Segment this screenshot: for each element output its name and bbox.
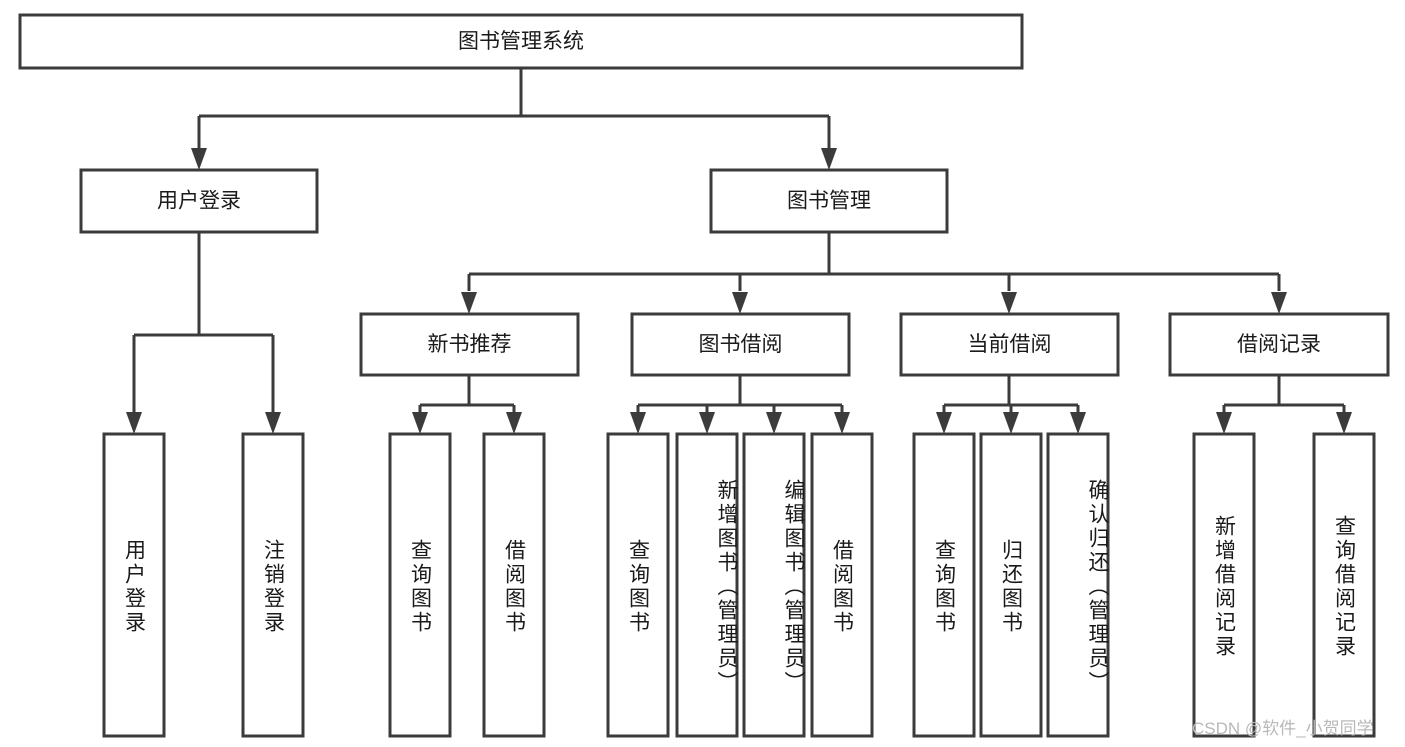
arrow-leaf-logout-icon bbox=[265, 412, 281, 434]
node-box-leaf-add-record[interactable] bbox=[1192, 432, 1256, 738]
node-box-layer bbox=[18, 13, 1390, 738]
arrow-leaf-borrow-rec-icon bbox=[506, 412, 522, 434]
arrow-leaf-edit-book-icon bbox=[766, 412, 782, 434]
node-box-book-management[interactable] bbox=[709, 168, 949, 234]
node-box-leaf-query-book-borrow[interactable] bbox=[606, 432, 670, 738]
node-label-root: 图书管理系统 bbox=[458, 30, 584, 53]
node-box-user-login[interactable] bbox=[79, 168, 319, 234]
node-box-current-borrow[interactable] bbox=[899, 312, 1120, 377]
node-label-book-management: 图书管理 bbox=[787, 190, 871, 213]
arrow-leaf-return-book-icon bbox=[1003, 412, 1019, 434]
node-label-book-borrow: 图书借阅 bbox=[699, 333, 783, 356]
arrow-leaf-query-current-icon bbox=[936, 412, 952, 434]
arrow-leaf-query-borrow-icon bbox=[630, 412, 646, 434]
node-box-leaf-confirm-return[interactable] bbox=[1046, 432, 1110, 738]
arrow-leaf-user-login-icon bbox=[126, 412, 142, 434]
node-box-leaf-query-record[interactable] bbox=[1312, 432, 1376, 738]
arrow-leaf-add-record-icon bbox=[1216, 412, 1232, 434]
node-box-book-borrow[interactable] bbox=[630, 312, 851, 377]
node-box-leaf-user-login[interactable] bbox=[102, 432, 166, 738]
node-box-leaf-add-book[interactable] bbox=[675, 432, 739, 738]
connector-layer bbox=[132, 68, 1346, 412]
node-box-leaf-edit-book[interactable] bbox=[742, 432, 806, 738]
arrow-head-layer bbox=[126, 148, 1352, 434]
arrow-borrow-record-icon bbox=[1271, 292, 1287, 314]
node-box-borrow-record[interactable] bbox=[1168, 312, 1390, 377]
arrow-leaf-borrow-book-icon bbox=[834, 412, 850, 434]
arrow-new-book-icon bbox=[461, 292, 477, 314]
node-box-leaf-return-book[interactable] bbox=[979, 432, 1043, 738]
csdn-watermark: CSDN @软件_小贺同学 bbox=[1192, 719, 1374, 738]
node-box-new-book-recommend[interactable] bbox=[359, 312, 580, 377]
arrow-book-borrow-icon bbox=[732, 292, 748, 314]
node-box-root[interactable] bbox=[18, 13, 1024, 70]
arrow-leaf-add-book-icon bbox=[699, 412, 715, 434]
arrow-leaf-query-rec-icon bbox=[412, 412, 428, 434]
node-box-leaf-query-book-rec[interactable] bbox=[388, 432, 452, 738]
arrow-current-borrow-icon bbox=[1001, 292, 1017, 314]
node-box-leaf-borrow-book[interactable] bbox=[810, 432, 874, 738]
arrow-leaf-confirm-return-icon bbox=[1070, 412, 1086, 434]
node-label-new-book-recommend: 新书推荐 bbox=[428, 333, 512, 356]
node-box-leaf-query-book-current[interactable] bbox=[912, 432, 976, 738]
arrow-user-login-icon bbox=[191, 148, 207, 170]
arrow-book-mgmt-icon bbox=[821, 148, 837, 170]
node-label-user-login: 用户登录 bbox=[157, 190, 241, 213]
node-label-borrow-record: 借阅记录 bbox=[1237, 333, 1321, 356]
node-label-current-borrow: 当前借阅 bbox=[968, 333, 1052, 356]
arrow-leaf-query-record-icon bbox=[1336, 412, 1352, 434]
node-box-leaf-logout[interactable] bbox=[241, 432, 305, 738]
node-box-leaf-borrow-book-rec[interactable] bbox=[482, 432, 546, 738]
